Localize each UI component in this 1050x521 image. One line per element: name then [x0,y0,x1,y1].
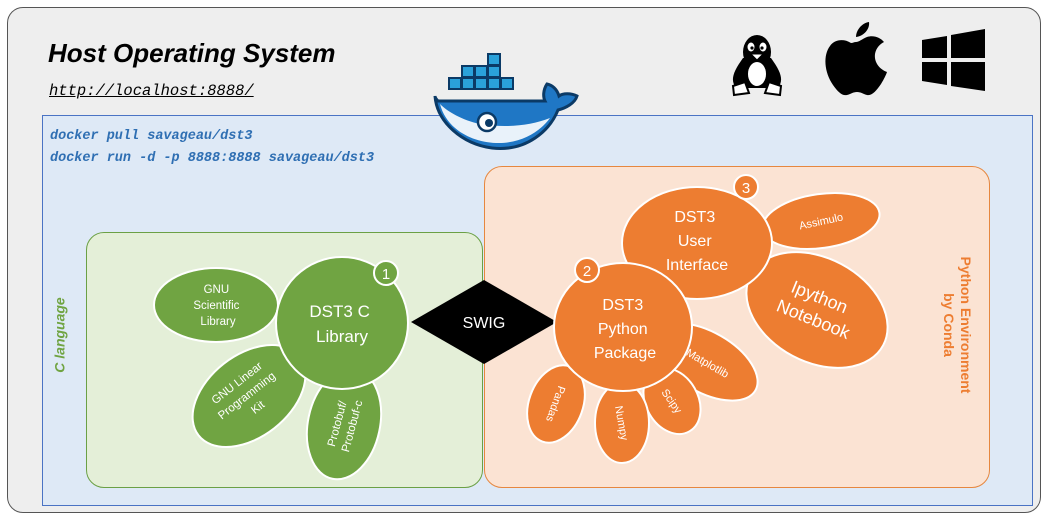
apple-icon [825,22,887,96]
glpk-library-bubble: GNU Linear Programming Kit [191,344,307,448]
dst3-python-package-bubble: DST3 Python Package [553,262,693,392]
swig-label: SWIG [463,315,506,332]
swig-bridge: SWIG [411,280,557,364]
svg-text:DST3 Python Pa: DST3 Python Package [594,297,656,362]
dst3-user-interface-bubble: DST3 User Interface [621,186,773,300]
docker-whale-icon [433,53,579,150]
ipython-notebook-bubble: Ipython Notebook [745,251,889,369]
dst3-py-line-2: Python [598,321,648,338]
docker-pull-command: docker pull savageau/dst3 [50,129,253,144]
dst3-ui-line-2: User [678,233,712,250]
gsl-line-3: Library [200,316,235,328]
scipy-library-bubble: Scipy [642,367,702,435]
dst3-ui-number-badge: 3 [733,174,759,200]
dst3-c-number: 1 [382,266,390,283]
dst3-py-line-1: DST3 [602,297,643,314]
dst3-python-number-badge: 2 [574,257,600,283]
host-title: Host Operating System [48,38,336,68]
gsl-line-2: Scientific [193,300,239,312]
dst3-ui-number: 3 [742,180,750,197]
svg-text:GNU Scientific: GNU Scientific Library [193,284,242,328]
host-url-link[interactable]: http://localhost:8888/ [49,82,254,100]
dst3-c-line-1: DST3 C [309,302,369,321]
assimulo-library-bubble: Assimulo [761,192,881,250]
dst3-ui-line-1: DST3 [674,209,715,226]
svg-text:DST3 C Library: DST3 C Library [309,302,374,346]
dst3-py-line-3: Package [594,345,656,362]
linux-tux-icon [731,35,783,97]
svg-text:DST3 User Inte: DST3 User Interface [666,209,728,274]
gsl-library-bubble: GNU Scientific Library [153,267,279,343]
protobuf-library-bubble: Protobuf/ Protobuf-c [305,367,383,481]
gsl-line-1: GNU [204,284,230,296]
dst3-c-library-bubble: DST3 C Library [275,256,409,390]
dst3-c-line-2: Library [316,327,368,346]
dst3-c-number-badge: 1 [373,260,399,286]
dst3-ui-line-3: Interface [666,257,728,274]
docker-run-command: docker run -d -p 8888:8888 savageau/dst3 [50,151,375,166]
dst3-python-number: 2 [583,263,591,280]
windows-icon [922,29,985,91]
numpy-library-bubble: Numpy [594,382,650,464]
